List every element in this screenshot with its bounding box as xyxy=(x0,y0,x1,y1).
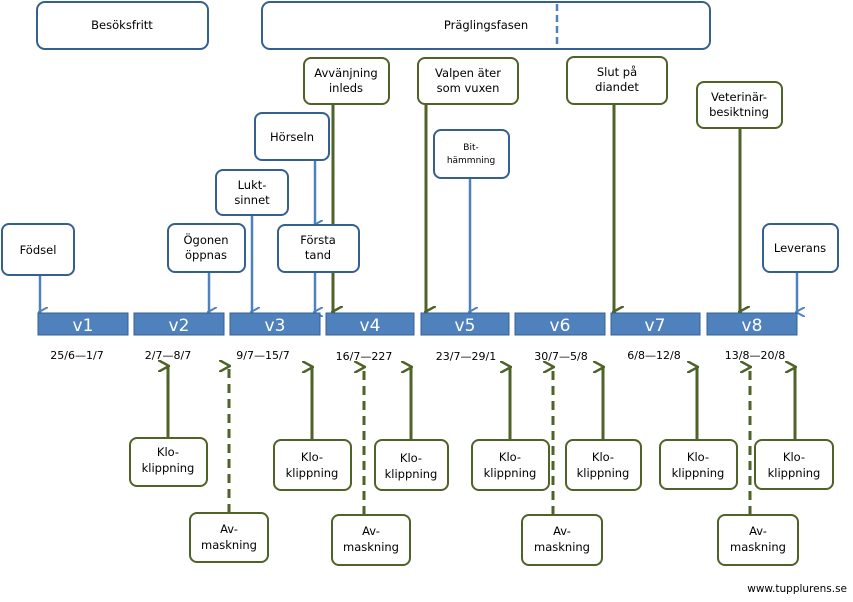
week-bar-v2 xyxy=(133,312,225,336)
milestone-bite-inhibition: Bit- hämmning xyxy=(433,129,510,179)
claw-label-1b: klippning xyxy=(142,461,195,475)
claw-box-1: Klo- klippning xyxy=(129,437,208,487)
week-bar-v1 xyxy=(37,312,129,336)
milestone-arrows xyxy=(40,104,797,312)
week-label-v2: v2 xyxy=(169,316,190,336)
eyes-open-label-2: öppnas xyxy=(185,248,227,262)
week-dates-v6: 30/7—5/8 xyxy=(534,350,587,363)
deworm-label-1a: Av- xyxy=(220,522,238,536)
first-tooth-label-2: tand xyxy=(305,248,331,262)
week-label-v5: v5 xyxy=(455,316,476,336)
birth-label: Födsel xyxy=(20,243,57,257)
vet-check-label-2: besiktning xyxy=(709,105,769,119)
delivery-label: Leverans xyxy=(774,241,826,255)
bite-inhibition-label-1: Bit- xyxy=(463,143,478,153)
week-bars: v1 v2 v3 v4 v5 v6 v7 v8 xyxy=(37,312,798,336)
week-dates-v3: 9/7—15/7 xyxy=(236,349,289,362)
week-label-v8: v8 xyxy=(742,316,763,336)
weaning-label-1: Avvänjning xyxy=(314,66,377,80)
weaning-label-2: inleds xyxy=(329,81,363,95)
claw-label-2b: klippning xyxy=(286,466,339,480)
claw-label-5b: klippning xyxy=(577,466,630,480)
smell-label-2: sinnet xyxy=(234,193,270,207)
claw-box-2: Klo- klippning xyxy=(273,439,352,491)
deworm-box-1: Av- maskning xyxy=(189,512,269,563)
phase-imprinting: Präglingsfasen xyxy=(261,1,711,50)
deworm-label-2a: Av- xyxy=(362,524,380,538)
claw-box-6: Klo- klippning xyxy=(659,439,738,490)
milestone-eats-adult: Valpen äter som vuxen xyxy=(417,57,519,105)
week-label-v4: v4 xyxy=(360,316,381,336)
eats-adult-label-2: som vuxen xyxy=(437,81,500,95)
claw-label-4a: Klo- xyxy=(499,450,521,464)
milestone-first-tooth: Första tand xyxy=(277,224,360,273)
week-dates-v2: 2/7—8/7 xyxy=(145,349,191,362)
claw-box-4: Klo- klippning xyxy=(471,439,550,491)
claw-label-7b: klippning xyxy=(768,466,821,480)
deworm-label-4b: maskning xyxy=(730,540,786,554)
deworm-label-3a: Av- xyxy=(553,524,571,538)
week-dates-v1: 25/6—1/7 xyxy=(50,349,103,362)
claw-label-4b: klippning xyxy=(484,466,537,480)
claw-box-3: Klo- klippning xyxy=(374,439,449,491)
week-bar-v3 xyxy=(229,312,321,336)
deworm-label-2b: maskning xyxy=(343,540,399,554)
hearing-label: Hörseln xyxy=(270,130,314,144)
deworm-box-2: Av- maskning xyxy=(331,514,411,566)
milestone-weaning: Avvänjning inleds xyxy=(303,57,390,105)
eyes-open-label-1: Ögonen xyxy=(183,231,228,247)
week-label-v7: v7 xyxy=(645,316,666,336)
claw-label-7a: Klo- xyxy=(783,450,805,464)
claw-box-5: Klo- klippning xyxy=(565,439,642,491)
week-label-v6: v6 xyxy=(550,316,571,336)
end-diet-label-1: Slut på xyxy=(597,65,637,79)
week-label-v1: v1 xyxy=(73,316,94,336)
deworm-label-1b: maskning xyxy=(201,538,257,552)
deworm-label-3b: maskning xyxy=(534,540,590,554)
claw-label-3a: Klo- xyxy=(400,451,422,465)
claw-label-6b: klippning xyxy=(672,466,725,480)
deworm-box-4: Av- maskning xyxy=(717,514,799,566)
phase-visit-free-label: Besöksfritt xyxy=(91,18,153,32)
claw-box-7: Klo- klippning xyxy=(754,439,834,490)
milestone-vet-check: Veterinär- besiktning xyxy=(696,81,783,129)
phase-imprinting-label: Präglingsfasen xyxy=(444,18,528,32)
milestone-delivery: Leverans xyxy=(762,223,839,273)
bite-inhibition-label-2: hämmning xyxy=(447,156,495,166)
milestone-end-diet: Slut på diandet xyxy=(566,56,668,105)
week-dates-v8: 13/8—20/8 xyxy=(725,349,785,362)
first-tooth-label-1: Första xyxy=(300,233,336,247)
claw-label-3b: klippning xyxy=(385,467,438,481)
week-dates-v7: 6/8—12/8 xyxy=(627,349,680,362)
eats-adult-label-1: Valpen äter xyxy=(435,66,501,80)
week-dates-v4: 16/7—227 xyxy=(336,350,393,363)
milestone-birth: Födsel xyxy=(1,223,75,276)
week-bar-v4 xyxy=(325,312,415,336)
care-arrows xyxy=(168,366,795,515)
claw-label-2a: Klo- xyxy=(301,450,323,464)
milestone-eyes-open: Ögonen öppnas xyxy=(167,223,246,273)
vet-check-label-1: Veterinär- xyxy=(711,90,767,104)
deworm-box-3: Av- maskning xyxy=(521,514,603,566)
deworm-label-4a: Av- xyxy=(749,524,767,538)
week-bar-v5 xyxy=(420,312,510,336)
milestone-hearing: Hörseln xyxy=(254,112,330,161)
week-dates-v5: 23/7—29/1 xyxy=(436,350,496,363)
milestone-smell: Lukt- sinnet xyxy=(215,169,289,216)
claw-label-5a: Klo- xyxy=(592,450,614,464)
week-bar-v8 xyxy=(706,312,798,336)
week-dates: 25/6—1/7 2/7—8/7 9/7—15/7 16/7—227 23/7—… xyxy=(50,349,785,363)
site-url: www.tupplurens.se xyxy=(747,583,847,595)
week-bar-v7 xyxy=(610,312,701,336)
end-diet-label-2: diandet xyxy=(595,80,639,94)
claw-label-6a: Klo- xyxy=(687,450,709,464)
claw-label-1a: Klo- xyxy=(157,445,179,459)
week-label-v3: v3 xyxy=(265,316,286,336)
smell-label-1: Lukt- xyxy=(238,178,267,192)
week-bar-v6 xyxy=(514,312,606,336)
phase-visit-free: Besöksfritt xyxy=(36,1,209,50)
